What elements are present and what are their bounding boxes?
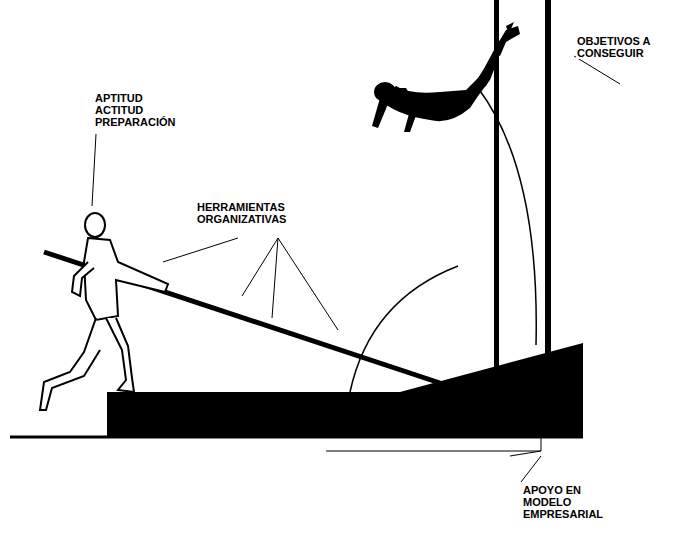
aptitude-label: APTITUD ACTITUD PREPARACIÓN — [94, 92, 176, 128]
flight-arc — [478, 88, 536, 345]
runner-figure — [40, 213, 168, 410]
landing-mat — [107, 343, 583, 437]
support-label: APOYO EN MODELO EMPRESARIAL — [522, 484, 604, 520]
tools-label: HERRAMIENTAS ORGANIZATIVAS — [196, 201, 287, 225]
vaulter-figure — [372, 22, 520, 132]
objectives-label: OBJETIVOS A CONSEGUIR — [576, 35, 674, 59]
leader-lines — [92, 56, 620, 482]
upright-right — [545, 0, 551, 360]
